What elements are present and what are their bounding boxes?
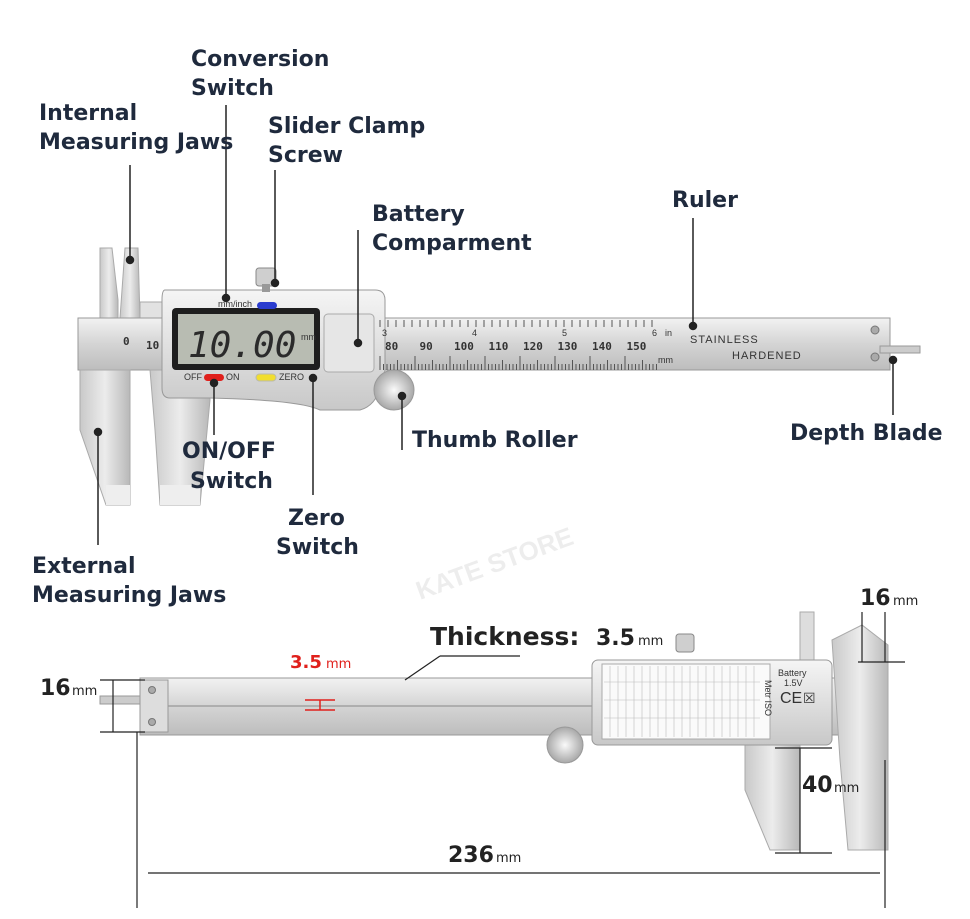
- label-depth-blade: Depth Blade: [790, 421, 943, 446]
- scale-0: 0: [123, 335, 130, 348]
- thickness-unit: mm: [638, 634, 663, 649]
- thickness-marker: [305, 699, 335, 711]
- top-caliper: 10.00 mm mm/inch OFF ON ZERO 0 10 80 90 10…: [77, 247, 921, 606]
- end-height-unit: mm: [72, 684, 97, 699]
- bottom-caliper: Metr ISO Battery 1.5V CE ☒: [99, 611, 889, 851]
- inch-label: 5: [562, 328, 567, 338]
- ce-mark: CE: [780, 690, 802, 707]
- display-unit: mm: [301, 332, 316, 342]
- internal-jaw-fixed: [99, 247, 119, 319]
- ruler-ticks: [379, 320, 657, 370]
- label-slider-clamp-1: Slider Clamp: [268, 114, 425, 139]
- thumb-roller[interactable]: [373, 369, 415, 411]
- dimension-labels: Thickness: 3.5 mm 3.5 mm 16 mm 16 mm 40 …: [40, 586, 918, 868]
- label-slider-clamp-2: Screw: [268, 143, 343, 168]
- thickness-label: Thickness:: [430, 622, 579, 651]
- inch-label: 3: [382, 328, 387, 338]
- zero-label: ZERO: [279, 372, 304, 382]
- label-on-off-1: ON/OFF: [182, 439, 276, 464]
- length-unit: mm: [496, 851, 521, 866]
- label-battery-1: Battery: [372, 202, 465, 227]
- watermark: KATE STORE: [412, 521, 577, 606]
- label-thumb-roller: Thumb Roller: [412, 428, 578, 453]
- conversion-table: [601, 663, 771, 740]
- clamp-screw-back: [675, 633, 695, 653]
- table-title: Metr ISO: [763, 680, 773, 716]
- battery-text-1: Battery: [778, 668, 807, 678]
- label-zero-1: Zero: [288, 506, 345, 531]
- label-internal-jaws-1: Internal: [39, 101, 137, 126]
- zero-button[interactable]: [255, 373, 277, 382]
- length-value: 236: [448, 843, 494, 868]
- battery-text-2: 1.5V: [784, 678, 803, 688]
- inch-label: 4: [472, 328, 477, 338]
- scale-label: 130: [558, 340, 578, 353]
- mm-inch-button[interactable]: [257, 302, 277, 309]
- label-zero-2: Switch: [276, 535, 359, 560]
- inch-label: 6: [652, 328, 657, 338]
- feature-labels: Conversion Switch Internal Measuring Jaw…: [32, 47, 943, 608]
- external-jaw-fixed: [79, 369, 131, 506]
- callout-lines: [93, 105, 898, 545]
- red-thickness-unit: mm: [326, 657, 351, 672]
- label-internal-jaws-2: Measuring Jaws: [39, 130, 233, 155]
- jaw-sliding-back: [744, 744, 801, 851]
- label-battery-2: Comparment: [372, 231, 532, 256]
- scale-label: 90: [420, 340, 433, 353]
- depth-blade[interactable]: [879, 345, 921, 354]
- label-external-jaws-2: Measuring Jaws: [32, 583, 226, 608]
- scale-label: 80: [385, 340, 398, 353]
- scale-label: 140: [592, 340, 612, 353]
- label-conversion-switch-2: Switch: [191, 76, 274, 101]
- battery-cover[interactable]: [323, 313, 375, 373]
- jaw-depth-unit: mm: [834, 781, 859, 796]
- jaw-width-value: 16: [860, 586, 891, 611]
- on-off-button[interactable]: [204, 374, 224, 381]
- scale-label: 150: [627, 340, 647, 353]
- jaw-depth-value: 40: [802, 773, 833, 798]
- off-label: OFF: [184, 372, 202, 382]
- thickness-value: 3.5: [596, 626, 635, 651]
- dimension-lines: [100, 612, 905, 908]
- jaw-width-unit: mm: [893, 594, 918, 609]
- engraving-stainless: STAINLESS: [690, 334, 759, 346]
- label-on-off-2: Switch: [190, 469, 273, 494]
- engraving-hardened: HARDENED: [732, 350, 802, 362]
- label-ruler: Ruler: [672, 188, 738, 213]
- in-label: in: [665, 328, 672, 338]
- on-label: ON: [226, 372, 240, 382]
- weee-icon: ☒: [803, 690, 816, 706]
- scale-label: 100: [454, 340, 474, 353]
- scale-10: 10: [146, 339, 159, 352]
- jaw-fixed-back: [831, 624, 889, 851]
- scale-label: 110: [489, 340, 509, 353]
- label-conversion-switch-1: Conversion: [191, 47, 329, 72]
- red-thickness-value: 3.5: [290, 652, 322, 673]
- display-value: 10.00: [188, 325, 296, 366]
- scale-label: 120: [523, 340, 543, 353]
- mode-label: mm/inch: [218, 299, 252, 309]
- thumb-roller-back: [546, 726, 584, 764]
- mm-label: mm: [658, 355, 673, 365]
- label-external-jaws-1: External: [32, 554, 136, 579]
- end-height-value: 16: [40, 676, 71, 701]
